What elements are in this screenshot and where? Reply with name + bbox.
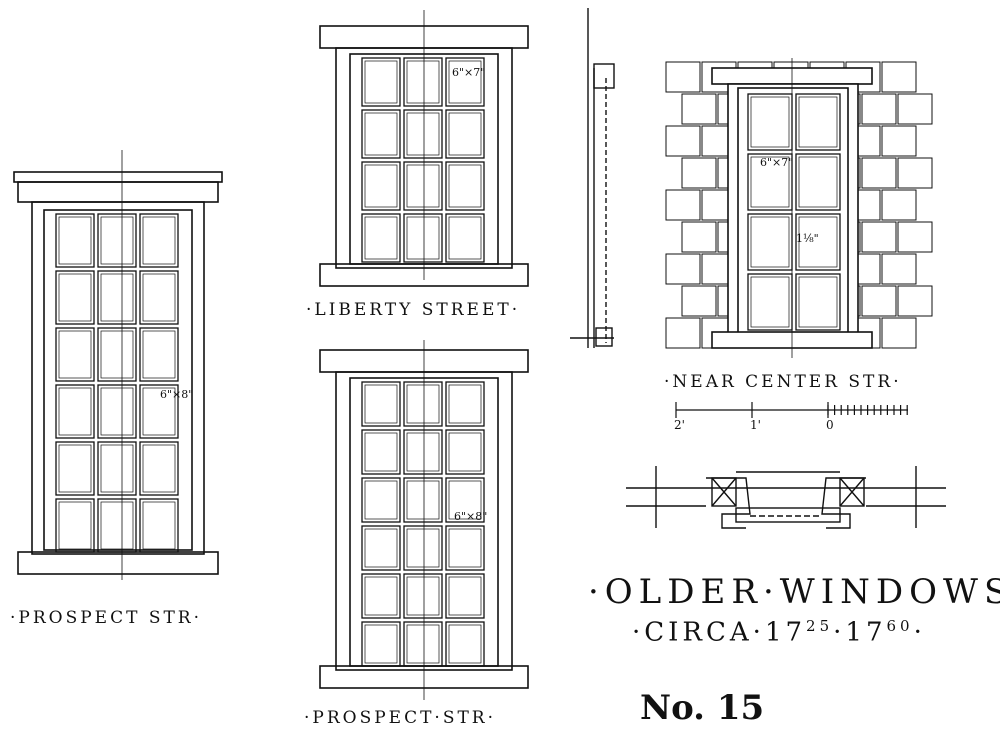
year-1725-main: 17 bbox=[764, 617, 807, 648]
window-pane bbox=[403, 477, 443, 523]
plate-number: No. 15 bbox=[640, 688, 765, 728]
title-circa-prefix: ·CIRCA· bbox=[632, 617, 765, 648]
window-pane bbox=[445, 573, 485, 619]
label-liberty-street: ·LIBERTY STREET· bbox=[306, 300, 521, 320]
window-pane bbox=[139, 498, 179, 553]
window-pane bbox=[445, 109, 485, 159]
title-end-dot: · bbox=[913, 617, 926, 648]
window-pane bbox=[55, 498, 95, 553]
window-pane bbox=[139, 384, 179, 439]
window-pane bbox=[403, 213, 443, 263]
year-1760-main: 17 bbox=[845, 617, 887, 648]
window-pane bbox=[97, 441, 137, 496]
window-pane bbox=[403, 161, 443, 211]
plan-section-detail bbox=[626, 466, 946, 529]
window-pane bbox=[445, 161, 485, 211]
window-pane bbox=[361, 573, 401, 619]
window-pane bbox=[445, 477, 485, 523]
scale-mark-0: 0 bbox=[826, 418, 834, 432]
window-pane bbox=[55, 270, 95, 325]
window-pane bbox=[445, 525, 485, 571]
window-liberty-street: 6"×7" bbox=[319, 10, 529, 287]
window-pane bbox=[403, 621, 443, 667]
window-pane bbox=[361, 621, 401, 667]
label-near-center: ·NEAR CENTER STR· bbox=[664, 372, 902, 392]
window-pane bbox=[55, 327, 95, 382]
window-pane bbox=[795, 93, 841, 151]
window-pane bbox=[361, 57, 401, 107]
year-1760-sup: 60 bbox=[886, 617, 914, 635]
window-pane bbox=[445, 57, 485, 107]
window-pane bbox=[445, 381, 485, 427]
window-pane bbox=[445, 621, 485, 667]
pane-dimension-left: 6"×8" bbox=[160, 388, 193, 401]
label-prospect-left: ·PROSPECT STR· bbox=[10, 608, 203, 628]
window-prospect-center: 6"×8" bbox=[319, 340, 529, 700]
pane-dimension-prospect: 6"×8" bbox=[454, 510, 487, 523]
window-pane bbox=[55, 384, 95, 439]
window-pane bbox=[795, 213, 841, 271]
window-pane bbox=[139, 441, 179, 496]
window-pane bbox=[361, 525, 401, 571]
window-prospect-left: 6"×8" bbox=[13, 150, 223, 580]
window-pane bbox=[139, 327, 179, 382]
window-pane bbox=[97, 270, 137, 325]
window-pane bbox=[445, 213, 485, 263]
window-pane bbox=[747, 273, 793, 331]
window-pane bbox=[97, 498, 137, 553]
window-pane bbox=[747, 213, 793, 271]
scale-mark-1ft: 1' bbox=[750, 418, 761, 432]
year-1725-sup: 25 bbox=[806, 617, 834, 635]
window-pane bbox=[55, 441, 95, 496]
year-sep: · bbox=[833, 617, 846, 648]
window-pane bbox=[97, 327, 137, 382]
pane-dimension-near: 6"×7" bbox=[760, 156, 793, 169]
window-pane bbox=[403, 429, 443, 475]
title-older-windows: ·OLDER·WINDOWS· bbox=[588, 572, 1000, 612]
window-pane bbox=[361, 429, 401, 475]
scale-bar bbox=[675, 402, 908, 418]
window-pane bbox=[97, 213, 137, 268]
window-pane bbox=[747, 93, 793, 151]
section-profile bbox=[570, 8, 615, 348]
window-pane bbox=[445, 429, 485, 475]
window-pane bbox=[403, 109, 443, 159]
window-pane bbox=[403, 573, 443, 619]
window-pane bbox=[139, 270, 179, 325]
window-near-center: 6"×7" 1⅛" bbox=[665, 58, 933, 358]
window-pane bbox=[403, 57, 443, 107]
mullion-dimension-near: 1⅛" bbox=[796, 232, 819, 245]
window-pane bbox=[361, 161, 401, 211]
window-pane bbox=[361, 213, 401, 263]
window-pane bbox=[403, 525, 443, 571]
window-pane bbox=[795, 153, 841, 211]
pane-dimension-liberty: 6"×7" bbox=[452, 66, 485, 79]
window-pane bbox=[361, 109, 401, 159]
window-pane bbox=[361, 381, 401, 427]
label-prospect-center: ·PROSPECT·STR· bbox=[304, 708, 497, 728]
window-pane bbox=[139, 213, 179, 268]
window-pane bbox=[97, 384, 137, 439]
window-pane bbox=[361, 477, 401, 523]
window-pane bbox=[55, 213, 95, 268]
window-pane bbox=[795, 273, 841, 331]
title-circa: ·CIRCA·1725·1760· bbox=[632, 617, 926, 648]
window-pane bbox=[747, 153, 793, 211]
scale-mark-2ft: 2' bbox=[674, 418, 685, 432]
window-pane bbox=[403, 381, 443, 427]
